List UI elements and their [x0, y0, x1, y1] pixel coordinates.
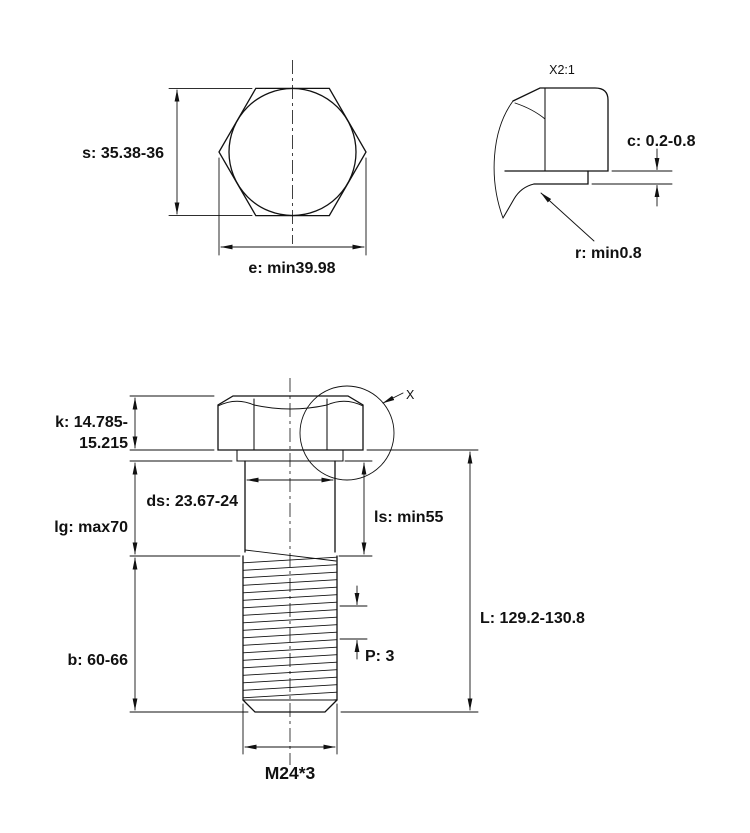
dimension-p: P: 3 — [339, 585, 394, 665]
detail-view: X2:1 c: 0.2-0.8 r: min0.8 — [493, 63, 696, 262]
dimension-ds: ds: 23.67-24 — [146, 477, 334, 510]
detail-callout-circle — [299, 385, 395, 481]
b-dimension-label: b: 60-66 — [68, 652, 129, 669]
p-dimension-label: P: 3 — [365, 648, 394, 665]
dimension-e: e: min39.98 — [218, 157, 367, 277]
thread-hatching — [243, 556, 337, 700]
head-chamfer-arc-left — [217, 400, 255, 407]
head-inscribed-circle — [228, 87, 357, 217]
detail-callout-label: X — [406, 388, 415, 402]
hexagon-outline — [218, 87, 367, 217]
detail-chamfer-arc — [514, 102, 546, 120]
dimension-c: c: 0.2-0.8 — [591, 133, 696, 207]
dimension-ls: ls: min55 — [338, 460, 443, 557]
detail-callout-leader — [382, 392, 404, 404]
l-dimension-label: L: 129.2-130.8 — [480, 610, 585, 627]
detail-head-outline — [504, 87, 609, 172]
dimension-thread-spec: M24*3 — [242, 703, 338, 783]
hex-top-view — [218, 60, 367, 244]
bolt-side-view: X — [217, 378, 415, 765]
washer-face — [236, 449, 344, 462]
s-dimension-label: s: 35.38-36 — [82, 145, 164, 162]
head-chamfer-arc-center — [253, 404, 328, 410]
dimension-lg: lg: max70 — [54, 460, 241, 557]
e-dimension-label: e: min39.98 — [248, 260, 335, 277]
dimension-s: s: 35.38-36 — [82, 87, 253, 217]
detail-fillet — [502, 183, 535, 219]
detail-scale-label: X2:1 — [549, 63, 575, 77]
head-outline — [217, 395, 364, 451]
ls-dimension-label: ls: min55 — [374, 509, 443, 526]
dimension-r: r: min0.8 — [540, 192, 642, 262]
head-chamfer-arc-right — [326, 400, 364, 407]
bolt-tip — [242, 699, 338, 713]
k-dimension-label-line1: k: 14.785- — [55, 414, 128, 431]
dimension-k: k: 14.785- 15.215 — [55, 395, 215, 452]
dimension-L: L: 129.2-130.8 — [340, 449, 585, 713]
detail-washer-face — [533, 170, 589, 185]
dimension-b: b: 60-66 — [68, 557, 249, 713]
thread-spec-label: M24*3 — [265, 763, 316, 783]
lg-dimension-label: lg: max70 — [54, 519, 128, 536]
r-dimension-label: r: min0.8 — [575, 245, 642, 262]
k-dimension-label-line2: 15.215 — [79, 435, 128, 452]
c-dimension-label: c: 0.2-0.8 — [627, 133, 696, 150]
detail-break-line — [493, 100, 514, 219]
ds-dimension-label: ds: 23.67-24 — [146, 493, 238, 510]
